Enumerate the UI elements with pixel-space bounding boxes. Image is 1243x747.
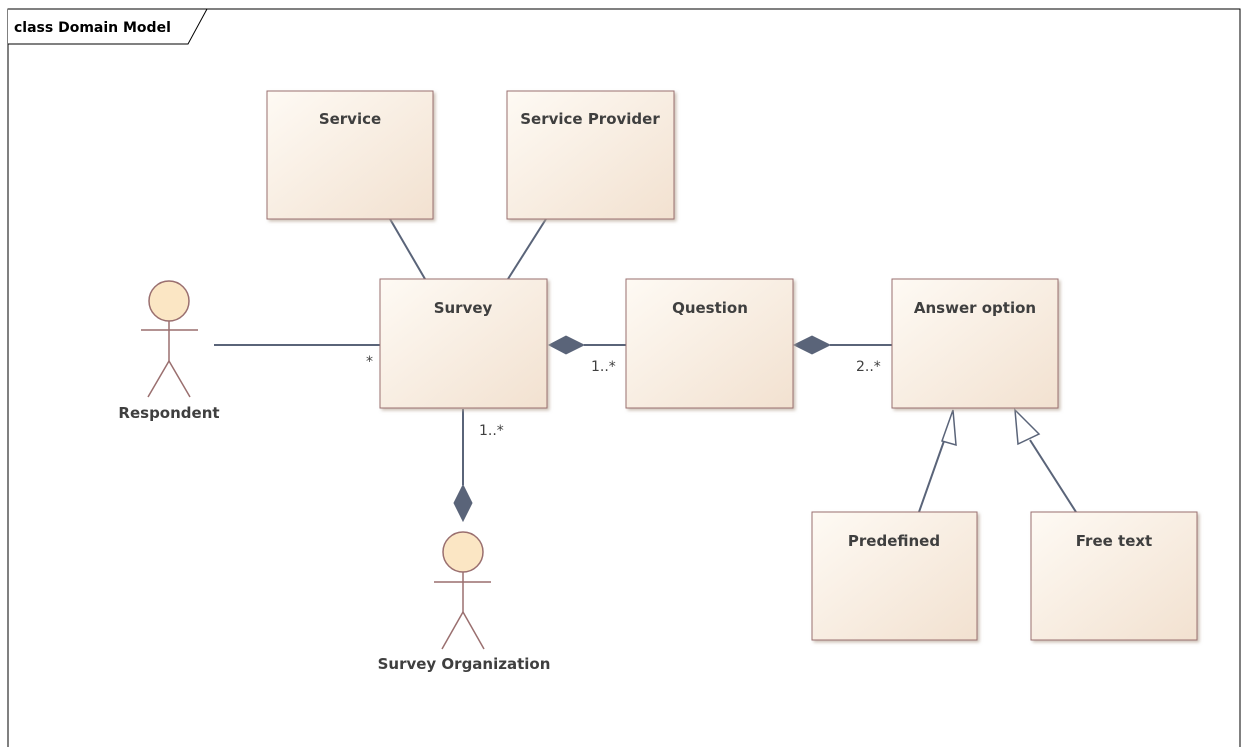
generalization-arrowhead [1014,408,1041,446]
generalization-free-text[interactable] [1029,439,1077,513]
class-service-provider-label: Service Provider [520,110,660,128]
generalization-predefined[interactable] [918,440,945,513]
class-service-provider[interactable]: Service Provider [506,90,675,220]
class-free-text[interactable]: Free text [1030,511,1198,641]
connectors [214,218,1077,523]
class-survey-label: Survey [434,299,493,317]
multiplicity-question-answer: 2..* [856,359,881,375]
composition-diamond [792,335,832,355]
class-survey[interactable]: Survey [379,278,548,409]
class-service-label: Service [319,110,381,128]
diagram-frame: class Domain Model [7,8,1241,747]
actor-respondent-icon [141,280,198,398]
class-question[interactable]: Question [625,278,794,409]
class-predefined[interactable]: Predefined [811,511,978,641]
frame-title: class Domain Model [14,20,171,36]
composition-diamond [547,335,586,355]
class-service[interactable]: Service [266,90,434,220]
actor-respondent-label: Respondent [118,404,219,422]
multiplicity-survey-question: 1..* [591,359,616,375]
actor-survey-organization-label: Survey Organization [378,655,551,673]
generalization-arrowhead [941,409,957,447]
class-answer-option-label: Answer option [914,299,1036,317]
actor-survey-organization[interactable]: Survey Organization [378,531,551,673]
multiplicity-survey-organization: 1..* [479,423,504,439]
composition-diamond [453,483,473,523]
class-free-text-label: Free text [1076,532,1152,550]
class-question-label: Question [672,299,748,317]
class-answer-option[interactable]: Answer option [891,278,1059,409]
class-predefined-label: Predefined [848,532,940,550]
actor-survey-organization-icon [434,531,491,650]
multiplicity-respondent-survey: * [366,354,373,370]
association-service-provider-survey[interactable] [507,218,547,280]
association-service-survey[interactable] [389,218,426,280]
actor-respondent[interactable]: Respondent [118,280,220,422]
